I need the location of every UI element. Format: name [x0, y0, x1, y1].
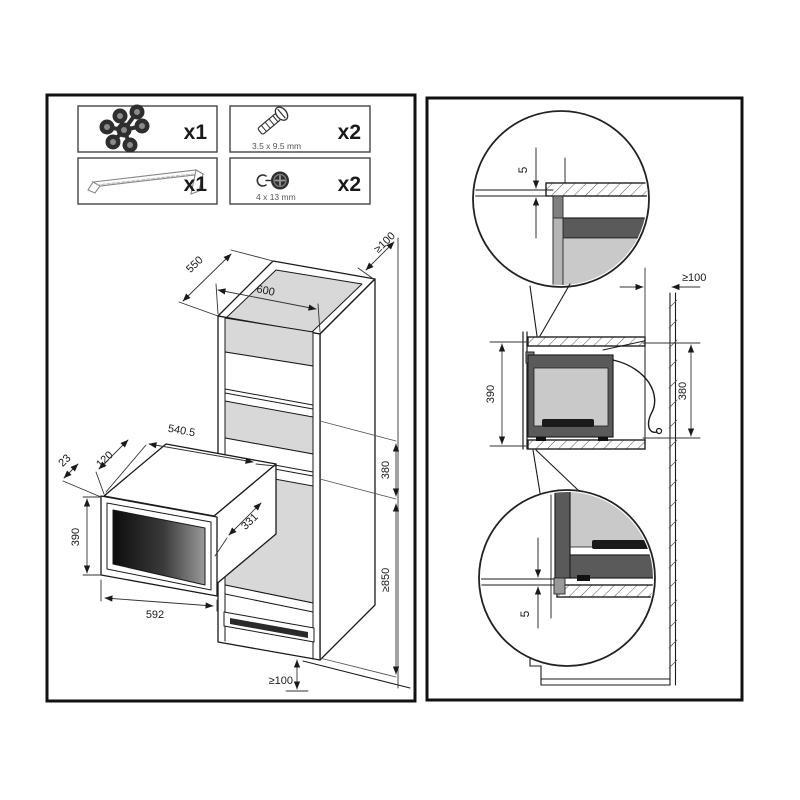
right-panel: 5	[425, 96, 744, 702]
bottom-circle-pointer	[532, 449, 579, 494]
parts-list: x1 3.5 x 9.5 mm x2	[77, 104, 371, 205]
niche-cross-section	[522, 331, 671, 686]
screw-small-qty-label: x2	[338, 121, 361, 144]
screw-large-size-label: 4 x 13 mm	[256, 192, 296, 202]
dim-oven-height: 390	[70, 528, 82, 546]
parts-box-screw-large: 4 x 13 mm x2	[229, 157, 371, 205]
parts-box-caps: x1	[77, 104, 218, 153]
power-cable	[612, 359, 658, 433]
dim-bottom-gap: 5	[518, 610, 532, 617]
caps-qty-label: x1	[184, 121, 208, 144]
dim-section-rear-height: 380	[677, 382, 689, 400]
dim-section-rear-gap: ≥100	[682, 272, 706, 284]
dim-cabinet-floor-gap: ≥100	[269, 675, 293, 687]
dim-cabinet-lower-height: ≥850	[380, 568, 392, 592]
screw-caps-heads	[99, 104, 150, 153]
dim-oven-width: 592	[146, 609, 164, 621]
top-circle-pointer	[529, 283, 571, 337]
right-panel-dimensions: ≥100 390 380	[485, 267, 706, 447]
oven-door-window	[112, 509, 206, 586]
parts-box-trim: x1	[77, 157, 218, 205]
wall-section	[668, 292, 678, 686]
dim-section-front-height: 390	[485, 385, 497, 403]
screw-large-qty-label: x2	[338, 173, 361, 196]
screw-small-size-label: 3.5 x 9.5 mm	[252, 141, 301, 151]
dim-cabinet-niche-height: 380	[380, 461, 392, 479]
dim-oven-body-width: 540.5	[167, 423, 196, 440]
trim-qty-label: x1	[184, 173, 208, 196]
trim-icon	[87, 169, 205, 195]
left-panel: x1 3.5 x 9.5 mm x2	[45, 93, 417, 703]
oven-cross-section	[525, 340, 663, 441]
bottom-detail-circle: 5	[478, 449, 656, 667]
parts-box-screw-small: 3.5 x 9.5 mm x2	[229, 105, 371, 153]
vent-grille	[223, 611, 315, 643]
screw-large-icon	[256, 171, 289, 190]
dim-cabinet-width: 600	[255, 283, 275, 298]
screw-small-icon	[257, 106, 289, 135]
dim-top-gap: 5	[516, 166, 530, 173]
